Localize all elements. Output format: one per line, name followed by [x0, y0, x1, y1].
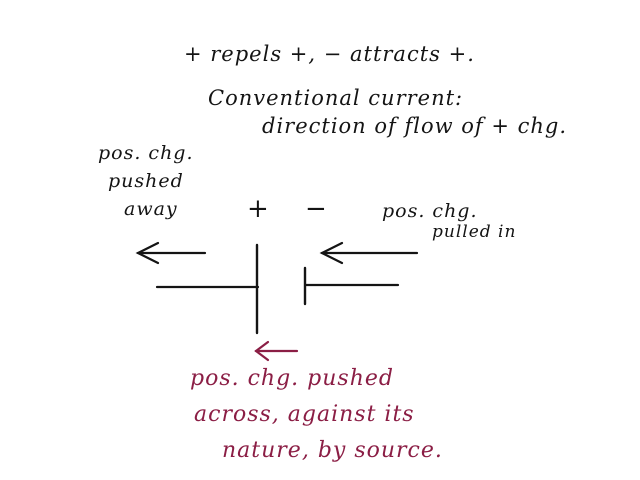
caption-line-2: across, against its [194, 402, 415, 427]
caption-line-3: nature, by source. [222, 438, 443, 463]
label-away: away [124, 198, 178, 220]
note-repels-attracts: + repels +, − attracts +. [184, 42, 475, 66]
note-conventional-current: Conventional current: [208, 86, 464, 110]
note-direction-of-flow: direction of flow of + chg. [262, 114, 568, 138]
label-pushed: pushed [108, 170, 184, 192]
caption-line-1: pos. chg. pushed [190, 366, 394, 391]
right-arrow [319, 241, 419, 265]
label-pulled-in: pulled in [432, 222, 517, 242]
left-arrow [135, 241, 207, 265]
label-pos-chg-left: pos. chg. [98, 142, 194, 164]
minus-terminal-sign: − [305, 194, 328, 224]
label-pos-chg-right: pos. chg. [382, 200, 478, 222]
source-push-arrow [254, 340, 299, 362]
plus-terminal-sign: + [247, 194, 270, 224]
